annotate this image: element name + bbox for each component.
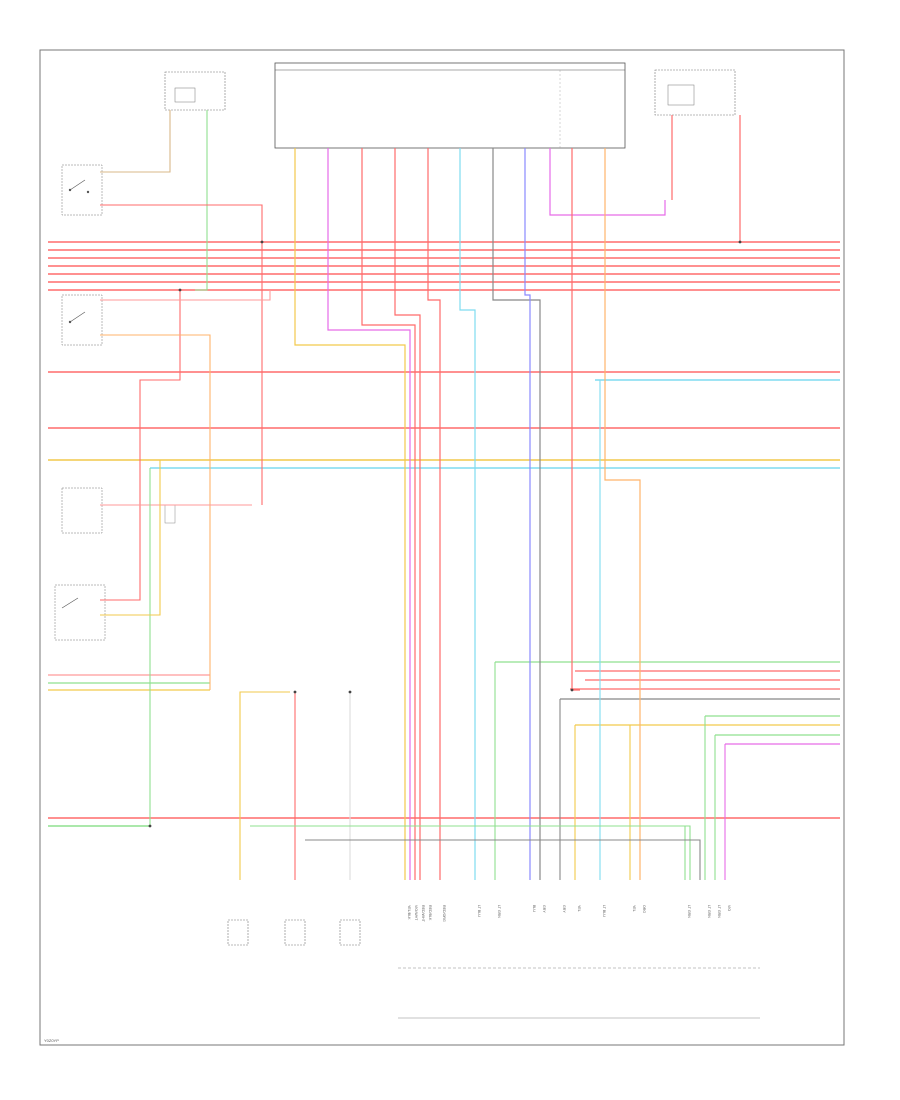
svg-text:LT GRN: LT GRN (687, 905, 691, 918)
bus-wires (48, 241, 840, 827)
svg-text:VIO/WHT: VIO/WHT (414, 905, 418, 921)
svg-text:LT BLU: LT BLU (602, 905, 606, 917)
left-verticals (100, 110, 271, 826)
bottom-connectors (227, 919, 760, 1019)
bottom-verticals (239, 380, 726, 880)
brake-switch (61, 487, 103, 534)
fuse-box-left (164, 71, 226, 111)
svg-text:VIO: VIO (727, 905, 731, 911)
svg-text:LT BLU: LT BLU (477, 905, 481, 917)
svg-text:GRY: GRY (562, 905, 566, 913)
svg-text:YEL: YEL (577, 905, 581, 912)
switch-top-left (61, 164, 103, 216)
diagram-border (39, 49, 845, 1046)
svg-text:ORG: ORG (642, 905, 646, 913)
module-drops (294, 115, 741, 880)
right-bundle (48, 661, 840, 745)
control-module-top (274, 62, 626, 149)
fuse-box-right (654, 69, 736, 116)
svg-text:LT GRN: LT GRN (707, 905, 711, 918)
fuse-small (164, 504, 176, 524)
transmission-control-switch (61, 294, 103, 346)
splice-points (148, 240, 742, 828)
svg-text:LT GRN: LT GRN (497, 905, 501, 918)
svg-text:RED/WHT: RED/WHT (421, 905, 425, 923)
diagram-id: Y0Z0YP (44, 1038, 59, 1043)
svg-text:RED/ORG: RED/ORG (442, 905, 446, 922)
svg-text:YEL/BLK: YEL/BLK (407, 905, 411, 920)
svg-text:RED/BLK: RED/BLK (428, 905, 432, 921)
bottom-pin-labels: YEL/BLK VIO/WHT RED/WHT RED/BLK RED/ORG … (407, 905, 731, 923)
switch-bottom-left (54, 584, 106, 641)
svg-text:YEL: YEL (632, 905, 636, 912)
svg-text:GRY: GRY (542, 905, 546, 913)
svg-text:BLU: BLU (532, 905, 536, 912)
svg-text:LT GRN: LT GRN (717, 905, 721, 918)
